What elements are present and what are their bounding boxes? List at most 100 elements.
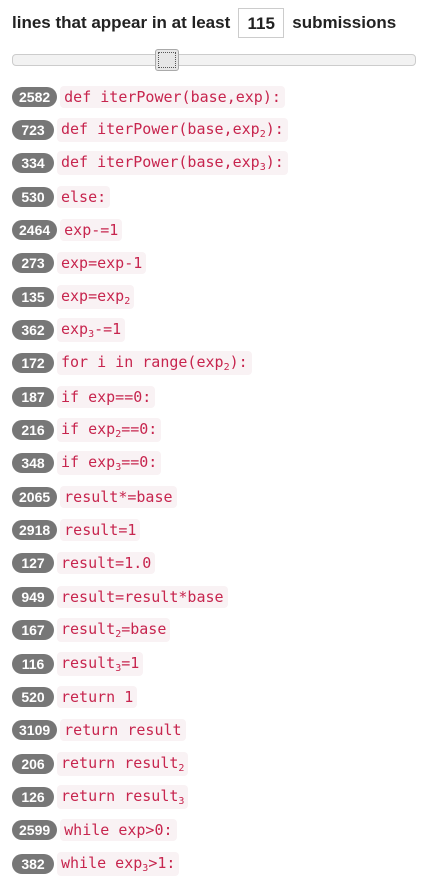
code-subscript: 2 <box>223 362 230 374</box>
code-text: result=1 <box>64 521 137 540</box>
code-line: def iterPower(base,exp2): <box>57 118 288 143</box>
count-badge: 216 <box>12 420 54 441</box>
count-badge: 2582 <box>12 86 58 107</box>
code-text: for i in range(exp <box>61 353 224 372</box>
count-badge: 172 <box>12 353 54 374</box>
count-badge: 3109 <box>12 720 58 741</box>
code-text: while exp>0: <box>64 821 173 840</box>
count-badge: 723 <box>12 120 54 141</box>
code-text: result=result*base <box>61 587 224 606</box>
code-text: result=1.0 <box>61 554 152 573</box>
code-line: if exp2==0: <box>57 418 162 443</box>
code-tail: ): <box>265 153 284 172</box>
slider-handle[interactable] <box>155 49 179 71</box>
code-text: def iterPower(base,exp <box>61 120 260 139</box>
line-row: 2599 while exp>0: <box>12 814 416 847</box>
line-row: 116 result3=1 <box>12 647 416 680</box>
header-suffix-label: submissions <box>292 13 397 32</box>
code-text: else: <box>61 187 107 206</box>
code-subscript: 3 <box>88 329 95 341</box>
count-badge: 273 <box>12 253 54 274</box>
line-row: 187 if exp==0: <box>12 380 416 413</box>
code-line: return result2 <box>57 751 189 776</box>
code-line: def iterPower(base,exp3): <box>57 151 288 176</box>
code-subscript: 2 <box>115 629 122 641</box>
code-text: exp=exp-1 <box>61 254 143 273</box>
code-text: result*=base <box>64 487 173 506</box>
code-text: exp <box>61 320 89 339</box>
code-subscript: 2 <box>124 295 131 307</box>
code-line: if exp3==0: <box>57 451 162 476</box>
count-badge: 127 <box>12 553 54 574</box>
count-badge: 116 <box>12 653 54 674</box>
code-line: while exp3>1: <box>57 851 180 876</box>
count-badge: 348 <box>12 453 54 474</box>
code-text: result <box>61 653 116 672</box>
line-row: 127 result=1.0 <box>12 547 416 580</box>
line-row: 949 result=result*base <box>12 580 416 613</box>
code-line: return 1 <box>57 685 138 708</box>
code-subscript: 3 <box>259 162 266 174</box>
code-text: if exp==0: <box>61 387 152 406</box>
code-line: def iterPower(base,exp): <box>60 85 285 108</box>
code-tail: ==0: <box>121 453 158 472</box>
code-text: exp=exp <box>61 286 125 305</box>
line-row: 2065 result*=base <box>12 480 416 513</box>
count-badge: 530 <box>12 186 54 207</box>
count-badge: 2065 <box>12 486 58 507</box>
count-badge: 206 <box>12 753 54 774</box>
count-badge: 2599 <box>12 820 58 841</box>
code-line: return result3 <box>57 784 189 809</box>
code-line: exp-=1 <box>60 219 123 242</box>
code-tail: =base <box>121 620 167 639</box>
code-subscript: 3 <box>115 662 122 674</box>
min-submissions-slider[interactable] <box>12 49 416 71</box>
code-text: return result <box>61 753 179 772</box>
code-line: result*=base <box>60 485 177 508</box>
count-badge: 949 <box>12 586 54 607</box>
code-text: return result <box>61 786 179 805</box>
count-badge: 187 <box>12 386 54 407</box>
count-badge: 167 <box>12 620 54 641</box>
code-text: if exp <box>61 420 116 439</box>
code-subscript: 2 <box>178 762 185 774</box>
count-badge: 135 <box>12 286 54 307</box>
code-subscript: 3 <box>115 462 122 474</box>
code-tail: =1 <box>121 653 140 672</box>
line-row: 530 else: <box>12 180 416 213</box>
code-subscript: 3 <box>142 862 149 874</box>
count-badge: 334 <box>12 153 54 174</box>
code-text: def iterPower(base,exp <box>61 153 260 172</box>
code-line: result2=base <box>57 618 171 643</box>
count-badge: 520 <box>12 686 54 707</box>
code-line: exp3-=1 <box>57 318 126 343</box>
min-submissions-input[interactable]: 115 <box>238 8 285 38</box>
count-badge: 2464 <box>12 220 58 241</box>
filter-header: lines that appear in at least 115 submis… <box>12 6 396 40</box>
code-line: exp=exp2 <box>57 284 135 309</box>
count-badge: 2918 <box>12 520 58 541</box>
code-line: while exp>0: <box>60 819 177 842</box>
code-tail: -=1 <box>94 320 122 339</box>
code-line: result=1.0 <box>57 552 156 575</box>
code-line: for i in range(exp2): <box>57 351 252 376</box>
code-text: if exp <box>61 453 116 472</box>
code-tail: ): <box>265 120 284 139</box>
header-prefix-label: lines that appear in at least <box>12 13 231 32</box>
line-row: 2918 result=1 <box>12 513 416 546</box>
code-line: return result <box>60 719 186 742</box>
code-text: while exp <box>61 853 143 872</box>
